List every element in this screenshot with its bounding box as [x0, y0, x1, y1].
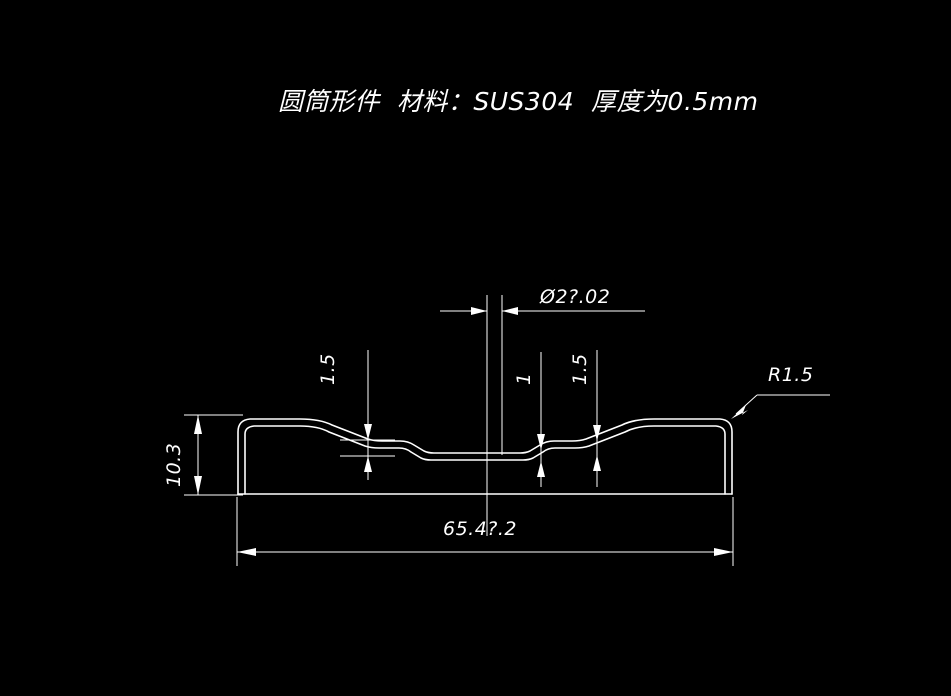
diameter-dimension-label: Ø2?.02: [539, 286, 610, 308]
drawing-title: 圆筒形件 材料：SUS304 厚度为0.5mm: [278, 87, 759, 116]
center-step-arrow-upper: [537, 434, 545, 450]
radius-leader-diagonal: [735, 394, 758, 415]
length-arrow-right: [714, 548, 733, 556]
part-outer-profile: [237, 418, 733, 495]
length-dimension-label: 65.4?.2: [443, 518, 517, 540]
left-step-arrow-lower: [364, 456, 372, 472]
length-arrow-left: [237, 548, 256, 556]
left-step-dimension-label: 1.5: [317, 353, 339, 385]
part-outline-group: [237, 418, 733, 495]
radius-leader-arrow: [731, 405, 748, 419]
height-dimension-group: 10.3: [163, 414, 243, 496]
radius-dimension-label: R1.5: [768, 364, 813, 386]
center-step-dimension-label: 1: [513, 372, 535, 385]
height-arrow-top: [194, 415, 202, 434]
height-arrow-bottom: [194, 476, 202, 495]
diameter-arrow-left: [471, 307, 487, 315]
center-step-dimension-group: 1: [513, 352, 545, 487]
center-step-arrow-lower: [537, 461, 545, 477]
right-step-dimension-group: 1.5: [569, 350, 601, 487]
diameter-dimension-group: Ø2?.02: [440, 286, 645, 455]
radius-callout-group: R1.5: [731, 364, 830, 419]
right-step-arrow-lower: [593, 455, 601, 471]
right-step-arrow-upper: [593, 425, 601, 441]
length-dimension-group: 65.4?.2: [236, 497, 734, 566]
part-inner-profile: [244, 425, 726, 495]
left-step-dimension-group: 1.5: [317, 350, 395, 480]
right-step-dimension-label: 1.5: [569, 353, 591, 385]
diameter-arrow-right: [502, 307, 518, 315]
height-dimension-label: 10.3: [163, 443, 185, 487]
left-step-arrow-upper: [364, 424, 372, 440]
